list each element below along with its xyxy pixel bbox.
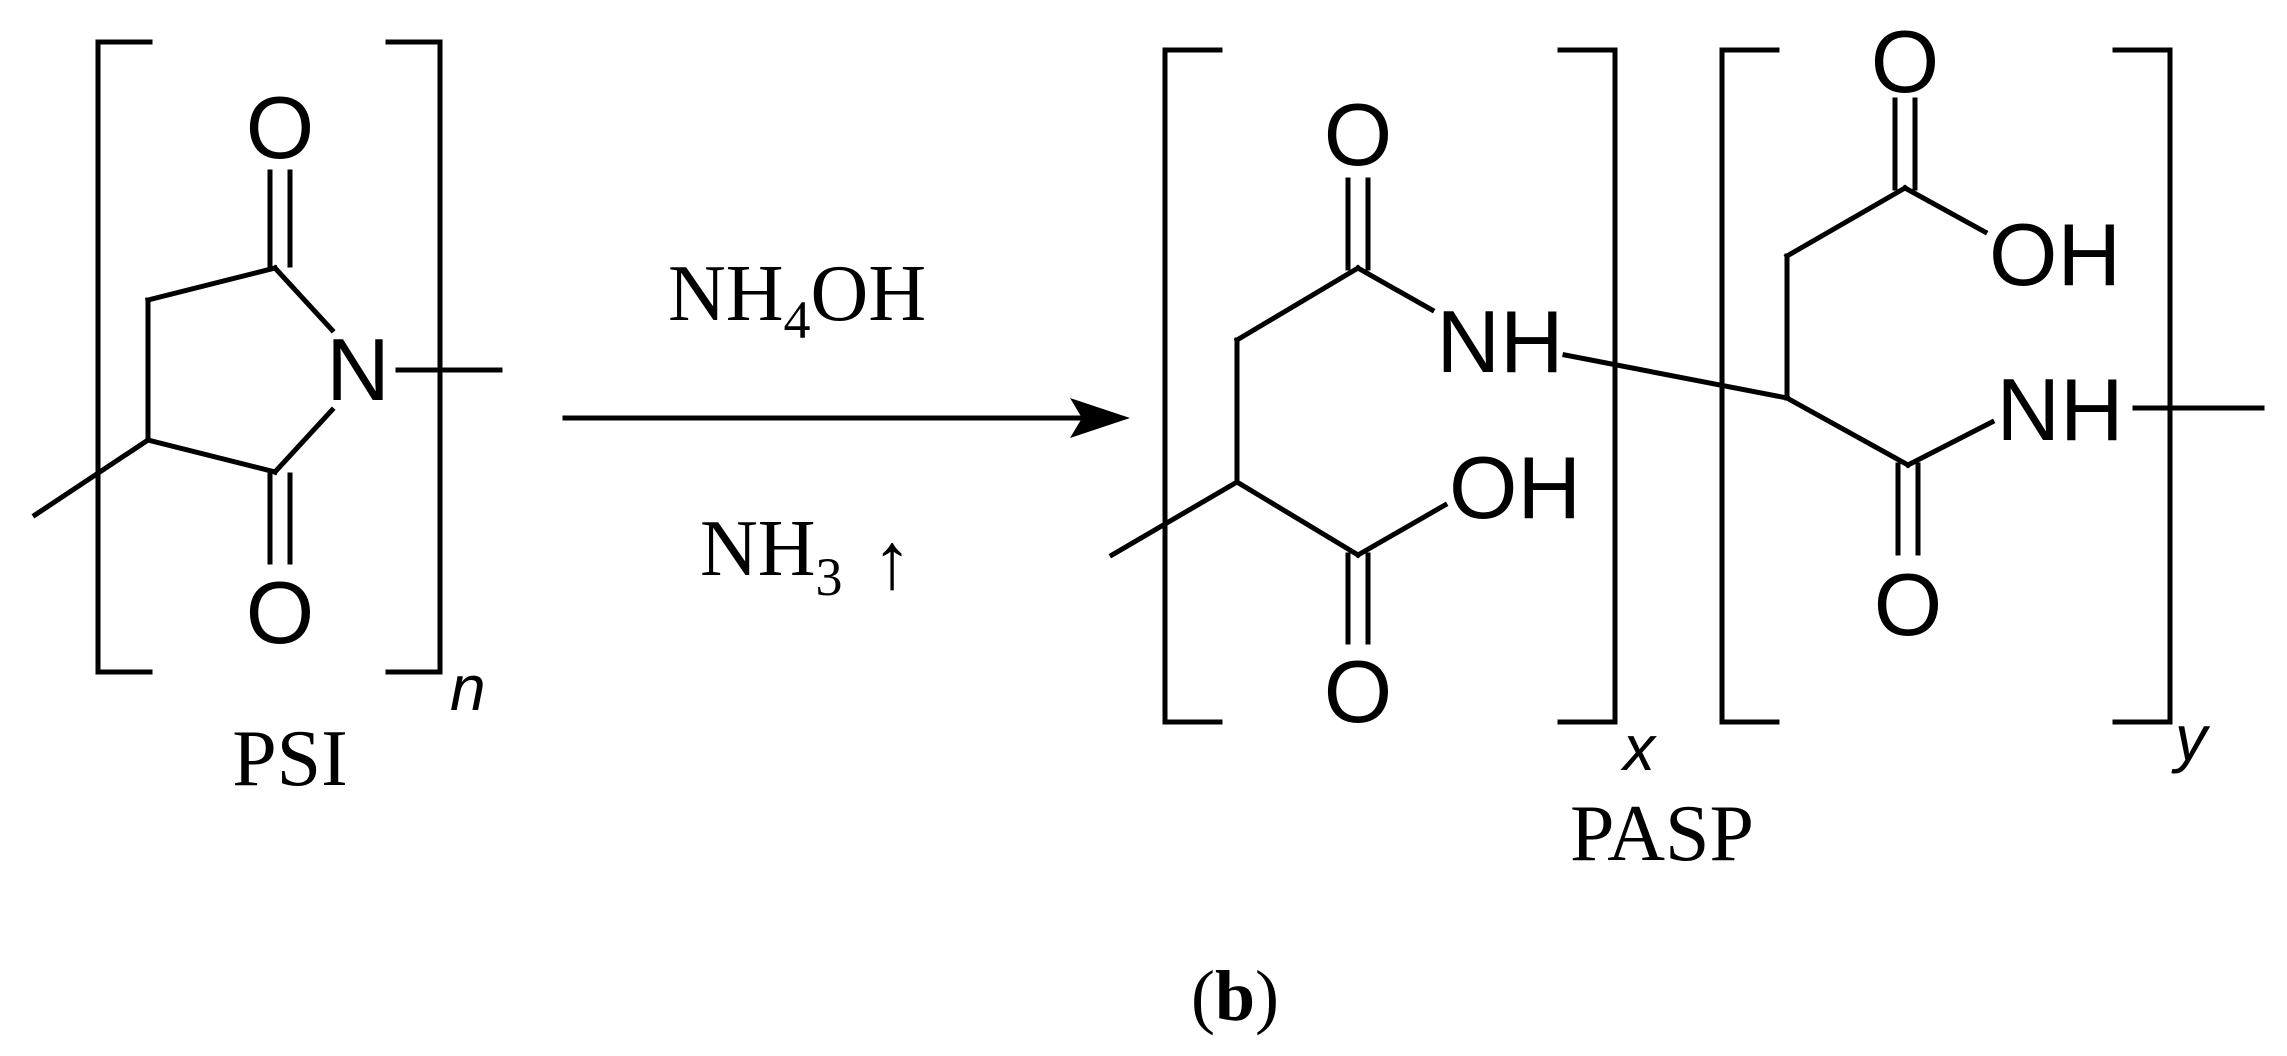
psi-label: PSI xyxy=(232,715,348,803)
pasp-y-bond-ch-c xyxy=(1783,394,1912,469)
pasp-y-repeat-index: y xyxy=(2171,702,2211,774)
pasp-y-atom-o-top: O xyxy=(1871,12,1939,111)
reagent-main: NH xyxy=(668,250,784,338)
psi-atom-n: N xyxy=(326,320,390,419)
pasp-y-atom-nh: NH xyxy=(1996,360,2123,459)
pasp-x-bond-c-oh xyxy=(1354,501,1449,559)
psi-bond-ch2-c xyxy=(144,264,279,304)
caption-open-paren: ( xyxy=(1191,956,1215,1036)
pasp-y-atom-o-bottom: O xyxy=(1874,555,1942,654)
pasp-y-bond-ch2-c xyxy=(1783,184,1909,260)
caption-close-paren: ) xyxy=(1255,956,1279,1036)
psi-chain-left xyxy=(31,436,152,519)
reagent-nh4oh: NH4OH xyxy=(668,250,926,350)
pasp-label: PASP xyxy=(1570,790,1754,878)
psi-structure: O N O n PSI xyxy=(31,39,503,803)
psi-bracket-left xyxy=(95,39,153,675)
pasp-y-bond-c-oh xyxy=(1901,184,1989,236)
psi-repeat-index: n xyxy=(450,652,486,724)
pasp-x-bond-c-nh xyxy=(1354,264,1436,314)
reagent-subscript: 4 xyxy=(784,290,811,350)
reaction-conditions: NH4OH NH3 ↑ xyxy=(562,250,1130,607)
pasp-x-bond-ch-c xyxy=(1233,478,1362,559)
byproduct-main: NH xyxy=(700,505,816,593)
pasp-y-atom-oh: OH xyxy=(1989,205,2121,304)
pasp-x-atom-o-bottom: O xyxy=(1324,642,1392,741)
psi-bond-c-n-bottom xyxy=(271,406,336,476)
pasp-y-bond-c-nh xyxy=(1904,418,1996,469)
byproduct-nh3: NH3 xyxy=(700,505,843,607)
pasp-x-atom-o-top: O xyxy=(1324,85,1392,184)
byproduct-subscript: 3 xyxy=(816,547,843,607)
pasp-x-bracket-left xyxy=(1162,47,1223,725)
pasp-x-bracket-right xyxy=(1557,47,1618,725)
psi-atom-o-top: O xyxy=(246,78,314,177)
pasp-x-chain-left xyxy=(1108,478,1241,559)
figure-caption: (b) xyxy=(1191,956,1279,1036)
pasp-x-bond-ch2-c xyxy=(1233,264,1362,344)
byproduct-gas-arrow: ↑ xyxy=(872,518,912,606)
pasp-x-atom-oh: OH xyxy=(1449,438,1581,537)
psi-bracket-right xyxy=(385,39,443,675)
pasp-x-atom-nh: NH xyxy=(1436,292,1563,391)
reaction-arrow-head xyxy=(1070,398,1130,438)
caption-letter: b xyxy=(1215,956,1255,1036)
psi-bond-c-n-top xyxy=(271,264,336,334)
reagent-tail: OH xyxy=(811,250,927,338)
pasp-structure: O NH OH O O OH NH O x y PASP xyxy=(1108,12,2265,878)
psi-bond-ch-c xyxy=(144,436,279,476)
pasp-link-nh-ch xyxy=(1562,352,1790,401)
pasp-y-bracket-right xyxy=(2112,47,2173,725)
pasp-x-repeat-index: x xyxy=(1620,712,1657,784)
psi-atom-o-bottom: O xyxy=(246,563,314,662)
